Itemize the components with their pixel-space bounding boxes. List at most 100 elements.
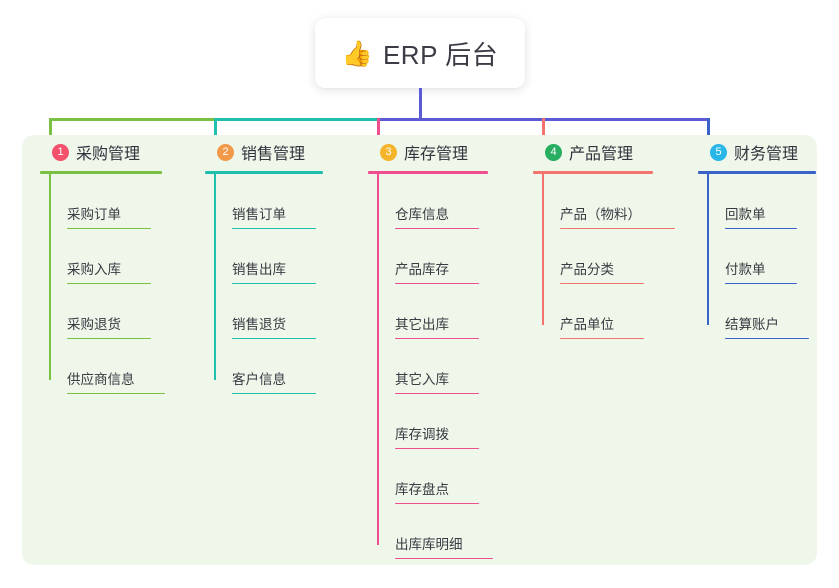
column-title: 销售管理 bbox=[241, 146, 306, 163]
list-item-label: 产品分类 bbox=[560, 261, 614, 277]
list-item[interactable]: 采购订单 bbox=[40, 174, 165, 229]
bus-segment-4 bbox=[542, 118, 710, 121]
list-item[interactable]: 其它出库 bbox=[368, 284, 493, 339]
list-item-label: 供应商信息 bbox=[67, 371, 135, 387]
list-item-label: 客户信息 bbox=[232, 371, 286, 387]
list-item-underline bbox=[725, 337, 809, 339]
list-item[interactable]: 仓库信息 bbox=[368, 174, 493, 229]
list-item-underline bbox=[67, 337, 151, 339]
list-item-label: 销售退货 bbox=[232, 316, 286, 332]
list-item-underline bbox=[232, 227, 316, 229]
list-item-label: 产品（物料） bbox=[560, 206, 641, 222]
list-item[interactable]: 库存盘点 bbox=[368, 449, 493, 504]
column-4: 4 产品管理产品（物料） 产品分类产品单位 bbox=[533, 135, 675, 339]
list-item-label: 采购入库 bbox=[67, 261, 121, 277]
column-header-3[interactable]: 3 库存管理 bbox=[368, 135, 493, 169]
list-item-underline bbox=[560, 337, 644, 339]
column-header-underline bbox=[698, 171, 816, 174]
list-item[interactable]: 产品分类 bbox=[533, 229, 675, 284]
list-item-underline bbox=[395, 337, 479, 339]
list-item[interactable]: 采购退货 bbox=[40, 284, 165, 339]
column-3: 3 库存管理仓库信息产品库存其它出库其它入库库存调拨库存盘点出库库明细 bbox=[368, 135, 493, 559]
column-header-underline bbox=[533, 171, 653, 174]
list-item-underline bbox=[395, 227, 479, 229]
column-title: 采购管理 bbox=[76, 146, 141, 163]
list-item[interactable]: 产品库存 bbox=[368, 229, 493, 284]
list-item-underline bbox=[67, 227, 151, 229]
column-title: 库存管理 bbox=[404, 146, 469, 163]
column-header-1[interactable]: 1 采购管理 bbox=[40, 135, 165, 169]
list-item-underline bbox=[232, 337, 316, 339]
list-item-label: 产品单位 bbox=[560, 316, 614, 332]
list-item-label: 回款单 bbox=[725, 206, 766, 222]
list-item-underline bbox=[725, 227, 797, 229]
column-2: 2 销售管理销售订单销售出库销售退货客户信息 bbox=[205, 135, 323, 394]
list-item[interactable]: 销售退货 bbox=[205, 284, 323, 339]
column-items: 产品（物料） 产品分类产品单位 bbox=[533, 174, 675, 339]
list-item[interactable]: 结算账户 bbox=[698, 284, 816, 339]
root-drop-connector bbox=[419, 88, 422, 121]
list-item[interactable]: 销售订单 bbox=[205, 174, 323, 229]
list-item-label: 产品库存 bbox=[395, 261, 449, 277]
list-item-underline bbox=[395, 282, 479, 284]
column-items: 销售订单销售出库销售退货客户信息 bbox=[205, 174, 323, 394]
column-header-underline bbox=[205, 171, 323, 174]
list-item-label: 销售订单 bbox=[232, 206, 286, 222]
list-item[interactable]: 客户信息 bbox=[205, 339, 323, 394]
column-items: 回款单付款单结算账户 bbox=[698, 174, 816, 339]
column-spine bbox=[542, 174, 544, 325]
list-item-underline bbox=[67, 392, 165, 394]
column-spine bbox=[377, 174, 379, 545]
list-item-label: 结算账户 bbox=[725, 316, 779, 332]
root-node-card[interactable]: 👍 ERP 后台 bbox=[315, 18, 525, 88]
bus-segment-1 bbox=[49, 118, 217, 121]
list-item-underline bbox=[232, 392, 316, 394]
column-spine bbox=[214, 174, 216, 380]
column-badge-icon: 1 bbox=[52, 143, 69, 161]
column-spine bbox=[707, 174, 709, 325]
list-item[interactable]: 销售出库 bbox=[205, 229, 323, 284]
list-item-label: 付款单 bbox=[725, 261, 766, 277]
list-item[interactable]: 其它入库 bbox=[368, 339, 493, 394]
list-item-label: 仓库信息 bbox=[395, 206, 449, 222]
list-item[interactable]: 出库库明细 bbox=[368, 504, 493, 559]
list-item[interactable]: 供应商信息 bbox=[40, 339, 165, 394]
column-badge-icon: 2 bbox=[217, 143, 234, 161]
list-item-label: 其它出库 bbox=[395, 316, 449, 332]
column-badge-icon: 4 bbox=[545, 143, 562, 161]
list-item-underline bbox=[395, 557, 493, 559]
list-item-label: 其它入库 bbox=[395, 371, 449, 387]
list-item-label: 库存盘点 bbox=[395, 481, 449, 497]
column-header-2[interactable]: 2 销售管理 bbox=[205, 135, 323, 169]
list-item-label: 采购订单 bbox=[67, 206, 121, 222]
column-title: 产品管理 bbox=[569, 146, 634, 163]
thumbs-up-icon: 👍 bbox=[341, 38, 373, 68]
list-item[interactable]: 产品（物料） bbox=[533, 174, 675, 229]
mindmap-panel: 1 采购管理采购订单采购入库采购退货供应商信息 2 销售管理销售订单销售出库销售退货客… bbox=[22, 135, 817, 565]
list-item-underline bbox=[560, 282, 644, 284]
list-item[interactable]: 产品单位 bbox=[533, 284, 675, 339]
list-item-label: 出库库明细 bbox=[395, 536, 463, 552]
column-badge-icon: 3 bbox=[380, 143, 397, 161]
list-item-underline bbox=[395, 392, 479, 394]
column-items: 采购订单采购入库采购退货供应商信息 bbox=[40, 174, 165, 394]
column-1: 1 采购管理采购订单采购入库采购退货供应商信息 bbox=[40, 135, 165, 394]
list-item-underline bbox=[395, 502, 479, 504]
list-item[interactable]: 采购入库 bbox=[40, 229, 165, 284]
list-item-underline bbox=[725, 282, 797, 284]
column-title: 财务管理 bbox=[734, 146, 799, 163]
column-header-4[interactable]: 4 产品管理 bbox=[533, 135, 675, 169]
list-item-underline bbox=[395, 447, 479, 449]
bus-segment-3 bbox=[377, 118, 545, 121]
list-item[interactable]: 库存调拨 bbox=[368, 394, 493, 449]
list-item[interactable]: 回款单 bbox=[698, 174, 816, 229]
list-item-underline bbox=[232, 282, 316, 284]
column-spine bbox=[49, 174, 51, 380]
list-item-label: 销售出库 bbox=[232, 261, 286, 277]
list-item[interactable]: 付款单 bbox=[698, 229, 816, 284]
column-header-underline bbox=[368, 171, 488, 174]
list-item-label: 采购退货 bbox=[67, 316, 121, 332]
column-header-underline bbox=[40, 171, 162, 174]
